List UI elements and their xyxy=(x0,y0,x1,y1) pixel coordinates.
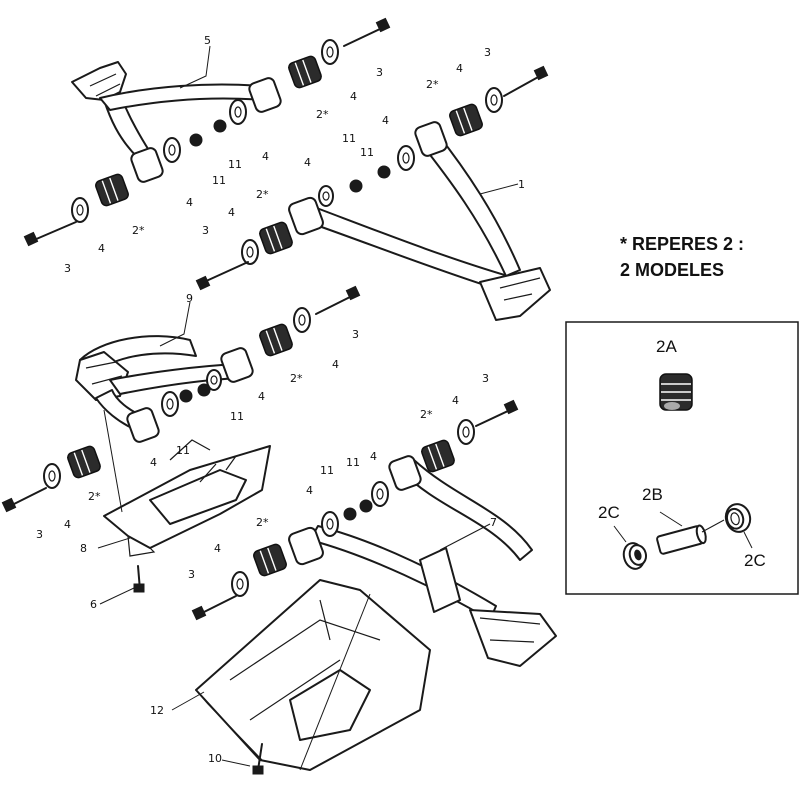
callout-3: 3 xyxy=(64,262,71,275)
variant-2c-right-label: 2C xyxy=(744,551,766,570)
callout-2: 2* xyxy=(256,188,269,201)
variant-2a-label: 2A xyxy=(656,337,677,356)
callout-3: 3 xyxy=(376,66,383,79)
callout-labels: 1 5 9 7 8 6 12 10 3 3 3 3 3 3 3 3 2* 2* … xyxy=(36,34,525,765)
callout-4: 4 xyxy=(64,518,71,531)
sleeve-2b-icon xyxy=(656,524,707,555)
callout-3: 3 xyxy=(202,224,209,237)
variant-2b-label: 2B xyxy=(642,485,663,504)
callout-2: 2* xyxy=(132,224,145,237)
callout-4: 4 xyxy=(262,150,269,163)
nut-group xyxy=(179,119,391,521)
bolt-group xyxy=(1,17,549,775)
callout-4: 4 xyxy=(306,484,313,497)
washer-group xyxy=(43,39,503,597)
bushing-2a-icon xyxy=(659,373,693,411)
callout-4: 4 xyxy=(214,542,221,555)
callout-11: 11 xyxy=(230,410,244,423)
skid-plate-12 xyxy=(195,579,431,771)
callout-3: 3 xyxy=(352,328,359,341)
callout-4: 4 xyxy=(186,196,193,209)
upper-a-arm-1 xyxy=(288,121,551,321)
callout-12: 12 xyxy=(150,704,164,717)
callout-4: 4 xyxy=(150,456,157,469)
callout-11: 11 xyxy=(360,146,374,159)
leader-lines xyxy=(97,45,519,771)
callout-11: 11 xyxy=(228,158,242,171)
lower-a-arm-7 xyxy=(288,455,557,667)
callout-11: 11 xyxy=(320,464,334,477)
callout-7: 7 xyxy=(490,516,497,529)
variant-2c-left-label: 2C xyxy=(598,503,620,522)
callout-3: 3 xyxy=(484,46,491,59)
callout-11: 11 xyxy=(176,444,190,457)
callout-11: 11 xyxy=(212,174,226,187)
callout-6: 6 xyxy=(90,598,97,611)
callout-2: 2* xyxy=(88,490,101,503)
callout-2: 2* xyxy=(256,516,269,529)
callout-3: 3 xyxy=(482,372,489,385)
callout-8: 8 xyxy=(80,542,87,555)
note-line-1: * REPERES 2 : xyxy=(620,234,744,254)
flange-bushing-left-icon xyxy=(622,542,648,570)
callout-2: 2* xyxy=(426,78,439,91)
callout-4: 4 xyxy=(350,90,357,103)
callout-11: 11 xyxy=(342,132,356,145)
note-line-2: 2 MODELES xyxy=(620,260,724,280)
callout-2: 2* xyxy=(290,372,303,385)
bushing-group xyxy=(67,55,483,577)
callout-4: 4 xyxy=(98,242,105,255)
callout-4: 4 xyxy=(228,206,235,219)
callout-4: 4 xyxy=(258,390,265,403)
callout-2: 2* xyxy=(316,108,329,121)
variant-note: * REPERES 2 : 2 MODELES xyxy=(620,234,744,280)
callout-4: 4 xyxy=(304,156,311,169)
flange-bushing-right-icon xyxy=(724,503,752,533)
variant-box: 2A 2B 2C 2C xyxy=(565,321,799,595)
upper-a-arm-5 xyxy=(71,61,282,183)
callout-5: 5 xyxy=(204,34,211,47)
callout-4: 4 xyxy=(382,114,389,127)
callout-1: 1 xyxy=(518,178,525,191)
callout-4: 4 xyxy=(452,394,459,407)
lower-a-arm-9 xyxy=(75,335,254,443)
callout-4: 4 xyxy=(456,62,463,75)
callout-9: 9 xyxy=(186,292,193,305)
callout-10: 10 xyxy=(208,752,222,765)
callout-4: 4 xyxy=(370,450,377,463)
callout-3: 3 xyxy=(188,568,195,581)
callout-4: 4 xyxy=(332,358,339,371)
skid-plate-8 xyxy=(103,439,271,557)
callout-11: 11 xyxy=(346,456,360,469)
callout-2: 2* xyxy=(420,408,433,421)
callout-3: 3 xyxy=(36,528,43,541)
